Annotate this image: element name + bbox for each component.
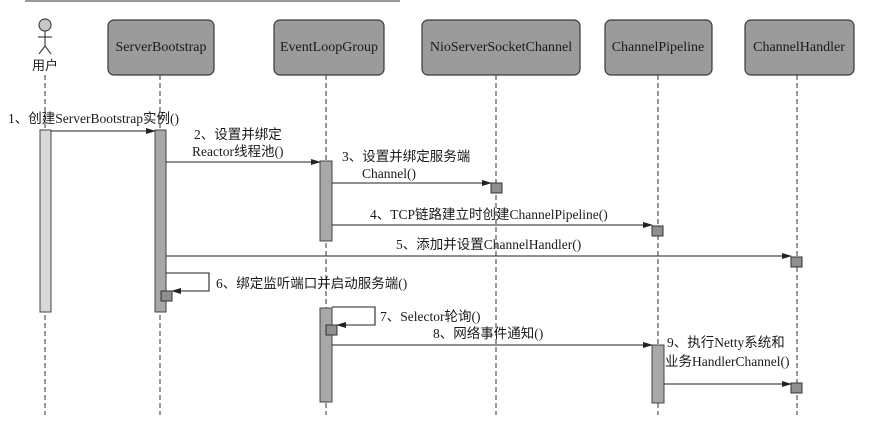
message-label: 5、添加并设置ChannelHandler() [396, 237, 581, 252]
participant-label: NioServerSocketChannel [430, 40, 572, 55]
activation-channelhandler-1 [790, 256, 803, 268]
message-label: 7、Selector轮询() [380, 309, 480, 324]
message-2: 2、设置并绑定 Reactor线程池() [166, 127, 321, 165]
activation-channelpipeline-small [651, 225, 664, 237]
message-1: 1、创建ServerBootstrap实例() [8, 111, 179, 134]
message-3: 3、设置并绑定服务端 Channel() [332, 149, 492, 186]
message-5: 5、添加并设置ChannelHandler() [166, 237, 792, 259]
participant-eventloopgroup: EventLoopGroup [273, 19, 385, 76]
message-label: 4、TCP链路建立时创建ChannelPipeline() [370, 207, 608, 222]
activation-channelhandler-2 [790, 382, 803, 394]
participant-label: ServerBootstrap [116, 40, 207, 55]
participant-nioserversocketchannel: NioServerSocketChannel [421, 19, 581, 76]
message-8: 8、网络事件通知() [332, 325, 653, 348]
participant-label: EventLoopGroup [280, 40, 378, 55]
actor-head-icon [38, 18, 52, 32]
activation-channelpipeline [651, 344, 665, 404]
participant-channelpipeline: ChannelPipeline [604, 19, 713, 76]
message-label: 3、设置并绑定服务端 [342, 149, 470, 164]
activation-serverbootstrap-self [160, 290, 173, 302]
message-4: 4、TCP链路建立时创建ChannelPipeline() [332, 207, 653, 228]
message-label: 业务HandlerChannel() [665, 354, 789, 369]
message-label: 8、网络事件通知() [433, 325, 543, 341]
activation-eventloopgroup-1 [319, 160, 333, 242]
message-arrow [332, 306, 376, 328]
message-label: Channel() [362, 166, 416, 181]
message-label: 6、绑定监听端口并启动服务端() [216, 276, 407, 291]
activation-nioserversocketchannel [490, 182, 503, 194]
top-rule [25, 0, 400, 2]
activation-user [39, 129, 52, 313]
actor-leg-left [38, 45, 46, 55]
message-label: 2、设置并绑定 [194, 127, 282, 142]
participant-label: ChannelPipeline [612, 40, 705, 55]
message-label: 9、执行Netty系统和 [667, 335, 785, 350]
participant-label: ChannelHandler [753, 40, 845, 55]
actor-user: 用户 [32, 18, 58, 74]
actor-leg-right [44, 45, 52, 55]
message-6: 6、绑定监听端口并启动服务端() [166, 272, 407, 294]
actor-label: 用户 [32, 58, 58, 74]
message-arrow [166, 272, 210, 294]
message-label: Reactor线程池() [192, 144, 283, 159]
activation-serverbootstrap [154, 129, 167, 313]
message-label: 1、创建ServerBootstrap实例() [8, 111, 179, 126]
message-9: 9、执行Netty系统和 业务HandlerChannel() [664, 335, 792, 387]
participant-channelhandler: ChannelHandler [744, 19, 855, 76]
activation-eventloopgroup-2 [319, 307, 333, 403]
activation-eventloopgroup-self [325, 324, 338, 336]
participant-serverbootstrap: ServerBootstrap [107, 19, 215, 76]
message-7: 7、Selector轮询() [332, 306, 480, 328]
